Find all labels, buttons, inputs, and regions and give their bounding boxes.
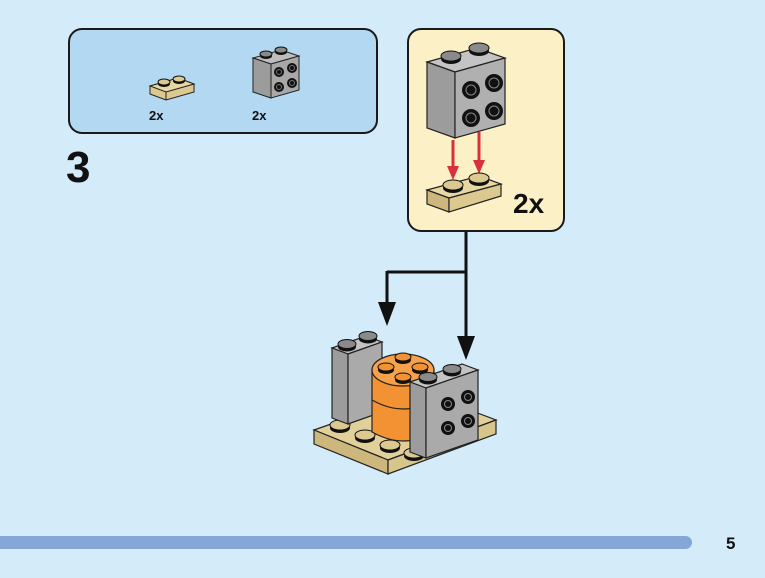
tan-plate-icon [148, 75, 196, 101]
connector-line [385, 232, 468, 340]
sub-assembly-diagram [425, 42, 507, 213]
part-quantity: 2x [149, 108, 164, 123]
footer-bar [0, 536, 692, 549]
sub-assembly-quantity: 2x [513, 188, 545, 219]
tan-plate-icon [425, 172, 503, 213]
gray-brick-side-studs-icon [425, 42, 507, 139]
arrow-down-icon [457, 336, 475, 360]
gray-brick-left [330, 331, 384, 425]
gray-brick-side-studs-icon [251, 46, 301, 99]
gray-brick-side-studs-right [408, 363, 480, 459]
parts-list-callout: 2x 2x [68, 28, 378, 134]
arrow-down-icon [378, 302, 396, 326]
sub-assembly-callout: 2x [407, 28, 565, 232]
model-assembly-diagram [312, 331, 498, 475]
page-number: 5 [726, 534, 736, 553]
step-number: 3 [66, 143, 91, 192]
part-quantity: 2x [252, 108, 267, 123]
assembly-arrow-icon [447, 132, 485, 180]
